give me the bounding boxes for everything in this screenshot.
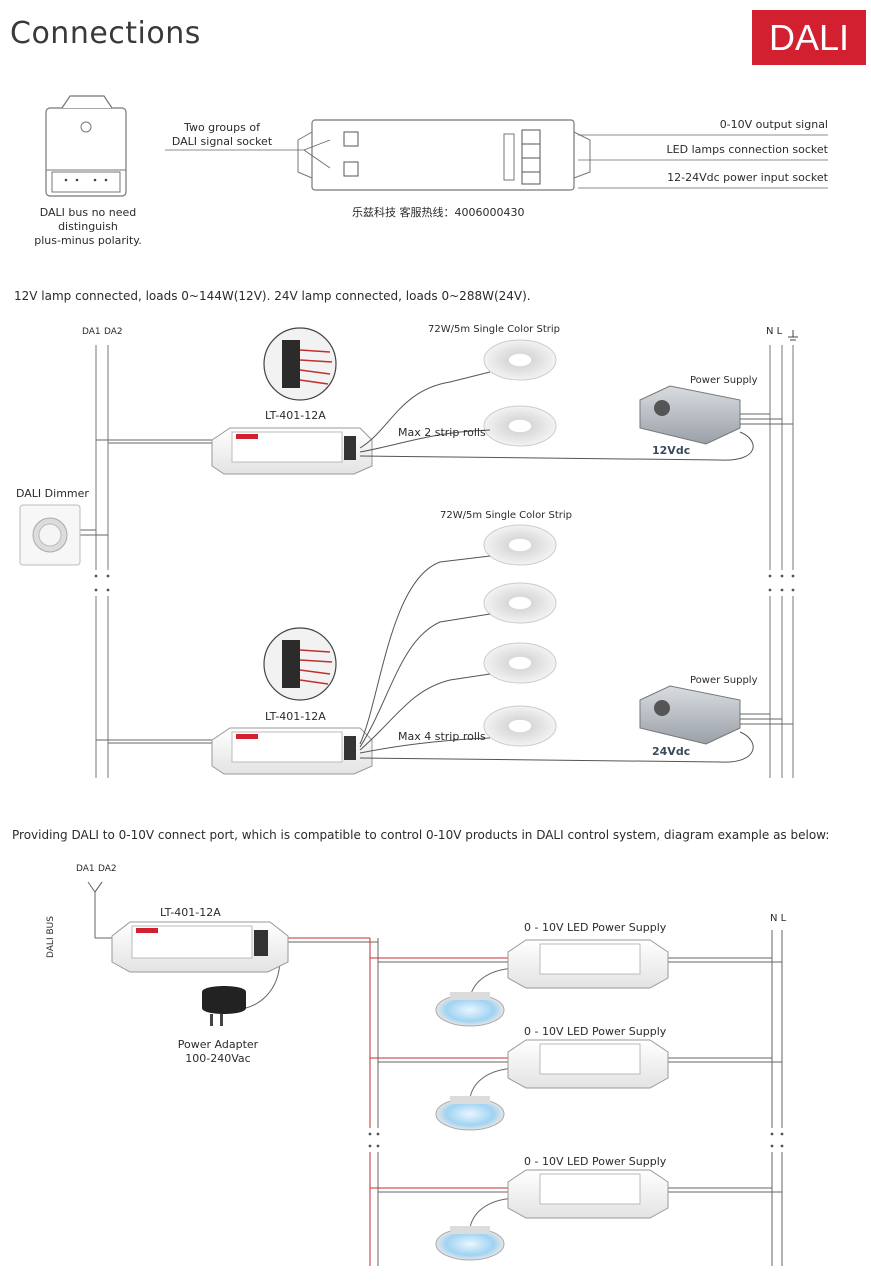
- downlight-3-drawing: [435, 1226, 505, 1261]
- section3-caption: Providing DALI to 0-10V connect port, wh…: [12, 828, 830, 842]
- bus3-label-da2: DA2: [98, 864, 117, 874]
- power-supply-label-1: Power Supply: [690, 375, 758, 386]
- section2-caption: 12V lamp connected, loads 0~144W(12V). 2…: [14, 289, 531, 303]
- voltage-label-1: 12Vdc: [652, 444, 691, 457]
- power-supply-label-2: Power Supply: [690, 675, 758, 686]
- terminal-zoom-2: [263, 627, 337, 701]
- strip-reels-group-2: [483, 524, 557, 747]
- mains3-label: N L: [770, 913, 787, 924]
- bus-break-markers: [90, 570, 798, 596]
- dali-dimmer-label: DALI Dimmer: [16, 487, 89, 500]
- bus-label-da2: DA2: [104, 327, 123, 337]
- led-driver-2-drawing: [507, 1039, 669, 1089]
- power-supply-2-drawing: [639, 685, 793, 745]
- section3-break-markers: [364, 1128, 788, 1152]
- socket-label: Two groups of DALI signal socket: [171, 121, 273, 148]
- dali-module-drawing: [45, 95, 127, 197]
- led-driver-1-drawing: [507, 939, 669, 989]
- controller-label-2: LT-401-12A: [265, 710, 326, 723]
- lamp-socket-label: LED lamps connection socket: [666, 143, 828, 156]
- page-title: Connections: [10, 16, 201, 51]
- controller-topview-drawing: [297, 119, 591, 191]
- controller-3-drawing: [111, 921, 289, 973]
- max-rolls-label-1: Max 2 strip rolls: [398, 426, 486, 439]
- led-driver-3-drawing: [507, 1169, 669, 1219]
- bus-feed-wires: [80, 439, 230, 744]
- bus-label-da1: DA1: [82, 327, 101, 337]
- dali-bus-lines: [95, 345, 794, 778]
- dali-badge: DALI: [752, 10, 866, 65]
- controller-label-1: LT-401-12A: [265, 409, 326, 422]
- downlight-1-drawing: [435, 992, 505, 1027]
- bus3-label-da1: DA1: [76, 864, 95, 874]
- downlight-2-drawing: [435, 1096, 505, 1131]
- strip-wires-2: [359, 555, 754, 763]
- strip-label-mid: 72W/5m Single Color Strip: [440, 510, 572, 521]
- power-adapter-label: Power Adapter 100-240Vac: [177, 1038, 259, 1065]
- mains-label: N L: [766, 326, 783, 337]
- led-ps-label-3: 0 - 10V LED Power Supply: [524, 1155, 667, 1168]
- terminal-zoom-1: [263, 327, 337, 401]
- led-ps-label-2: 0 - 10V LED Power Supply: [524, 1025, 667, 1038]
- power-adapter-drawing: [202, 986, 246, 1026]
- led-ps-label-1: 0 - 10V LED Power Supply: [524, 921, 667, 934]
- section3-bus: [87, 881, 783, 1266]
- socket-leader-lines: [165, 134, 828, 189]
- controller-2-drawing: [211, 727, 373, 775]
- controller-1-drawing: [211, 427, 373, 475]
- power-socket-label: 12-24Vdc power input socket: [667, 171, 828, 184]
- max-rolls-label-2: Max 4 strip rolls: [398, 730, 486, 743]
- power-supply-1-drawing: [639, 385, 793, 445]
- strip-wires-1: [359, 371, 754, 461]
- earth-symbol: [788, 330, 798, 341]
- voltage-label-2: 24Vdc: [652, 745, 691, 758]
- strip-label-top: 72W/5m Single Color Strip: [428, 324, 560, 335]
- dali-polarity-note: DALI bus no need distinguish plus-minus …: [34, 206, 142, 247]
- controller-label-3: LT-401-12A: [160, 906, 221, 919]
- hotline-text: 乐兹科技 客服热线：4006000430: [352, 206, 525, 219]
- dali-bus-vertical-label: DALI BUS: [46, 916, 56, 958]
- output-signal-label: 0-10V output signal: [719, 118, 828, 131]
- dali-dimmer-drawing: [19, 504, 81, 566]
- strip-reels-group-1: [483, 339, 557, 447]
